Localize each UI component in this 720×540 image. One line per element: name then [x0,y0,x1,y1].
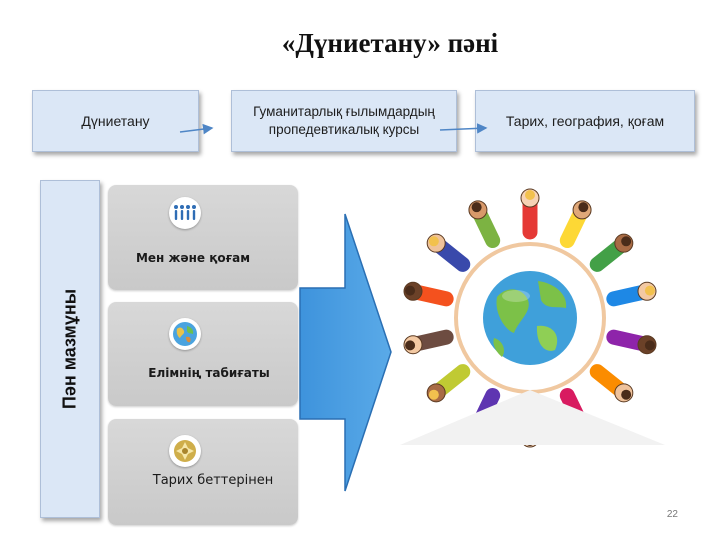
floor-shadow [400,390,665,445]
big-right-arrow [299,213,392,492]
child-figure [559,200,592,249]
card-nature-of-homeland: Елімнің табиғаты [108,302,298,406]
box-propaedeutic-course-label: Гуманитарлық ғылымдардың пропедевтикалық… [253,104,435,137]
globe-icon [169,318,201,350]
content-side-panel: Пән мазмұны [40,180,100,518]
box-propaedeutic-course: Гуманитарлық ғылымдардың пропедевтикалық… [231,90,457,152]
child-figure [403,329,454,355]
globe-picture [483,271,577,365]
child-figure [589,233,634,272]
connector-arrow-1 [179,123,214,135]
child-figure [606,281,657,307]
card-pages-of-history: Тарих беттерінен [108,419,298,525]
box-duniyetanu: Дүниетану [32,90,199,152]
child-figure [589,364,634,403]
people-icon [169,197,201,229]
child-figure [403,281,454,307]
card-me-and-society-label: Мен және қоғам [135,251,251,265]
card-me-and-society: Мен және қоғам [108,185,298,290]
card-nature-of-homeland-label: Елімнің табиғаты [148,366,270,380]
page-title: «Дүниетану» пәні [281,28,499,58]
card-pages-of-history-label: Тарих беттерінен [152,473,274,488]
child-figure [426,364,471,403]
box-duniyetanu-label: Дүниетану [81,113,150,129]
connector-arrow-2 [439,123,488,134]
page-number: 22 [666,509,678,520]
child-figure [468,200,501,249]
child-figure [520,188,540,240]
box-history-geography-society-label: Тарих, география, қоғам [505,113,665,129]
box-history-geography-society: Тарих, география, қоғам [475,90,695,152]
ornament-icon [169,435,201,467]
child-figure [426,233,471,272]
child-figure [606,329,657,355]
